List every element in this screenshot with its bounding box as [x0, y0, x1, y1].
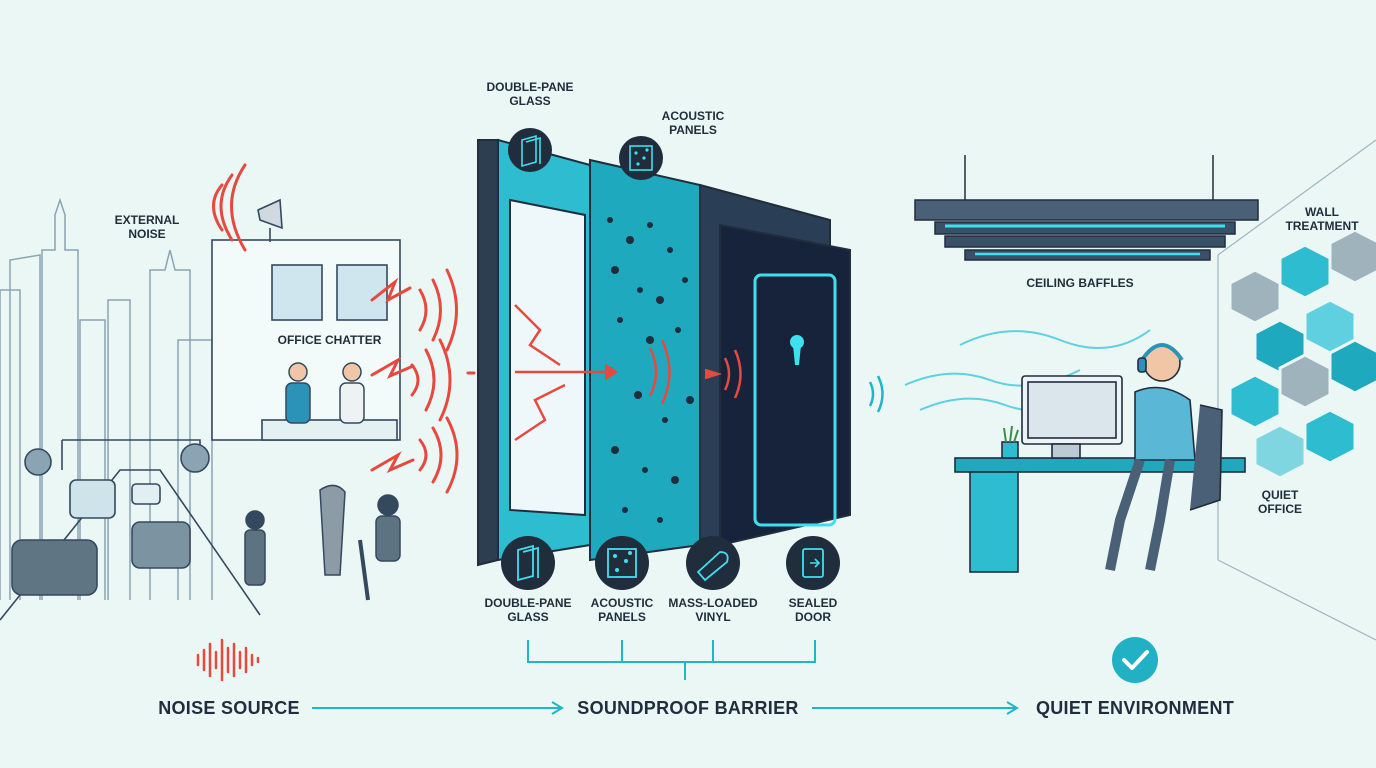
office-chatter-label: OFFICE CHATTER — [277, 333, 382, 347]
ceiling-baffles-label: CEILING BAFFLES — [1026, 276, 1134, 290]
flow-arrows — [312, 701, 1019, 715]
acoustic-foam-icon-top — [619, 136, 663, 180]
vinyl-roll-icon — [686, 536, 740, 590]
sound-wave-icon — [196, 638, 260, 682]
speaker-horn-icon — [257, 198, 283, 242]
person-with-headphones — [1105, 343, 1223, 571]
flow-quiet-environment-label: QUIET ENVIRONMENT — [1035, 698, 1235, 718]
materials-bracket — [527, 640, 816, 680]
city-skyline — [0, 197, 213, 600]
glass-pane-icon — [501, 536, 555, 590]
room-walls — [1217, 139, 1376, 641]
construction-worker — [244, 484, 401, 601]
noise-waves — [212, 163, 512, 494]
flow-soundproof-barrier-label: SOUNDPROOF BARRIER — [577, 698, 799, 718]
street-scene — [0, 439, 261, 621]
office-chatter-people — [285, 362, 365, 424]
leaking-sound-waves — [868, 375, 884, 413]
barrier-sound-path — [514, 304, 742, 442]
flow-noise-source-label: NOISE SOURCE — [158, 698, 300, 718]
glass-pane-icon-top — [508, 128, 552, 172]
check-circle-icon — [1112, 637, 1158, 683]
acoustic-foam-icon — [595, 536, 649, 590]
ceiling-baffles — [914, 155, 1259, 261]
barrier-wall — [477, 138, 851, 567]
sealed-door-icon — [786, 536, 840, 590]
hexagon-wall-panels — [1228, 228, 1376, 480]
